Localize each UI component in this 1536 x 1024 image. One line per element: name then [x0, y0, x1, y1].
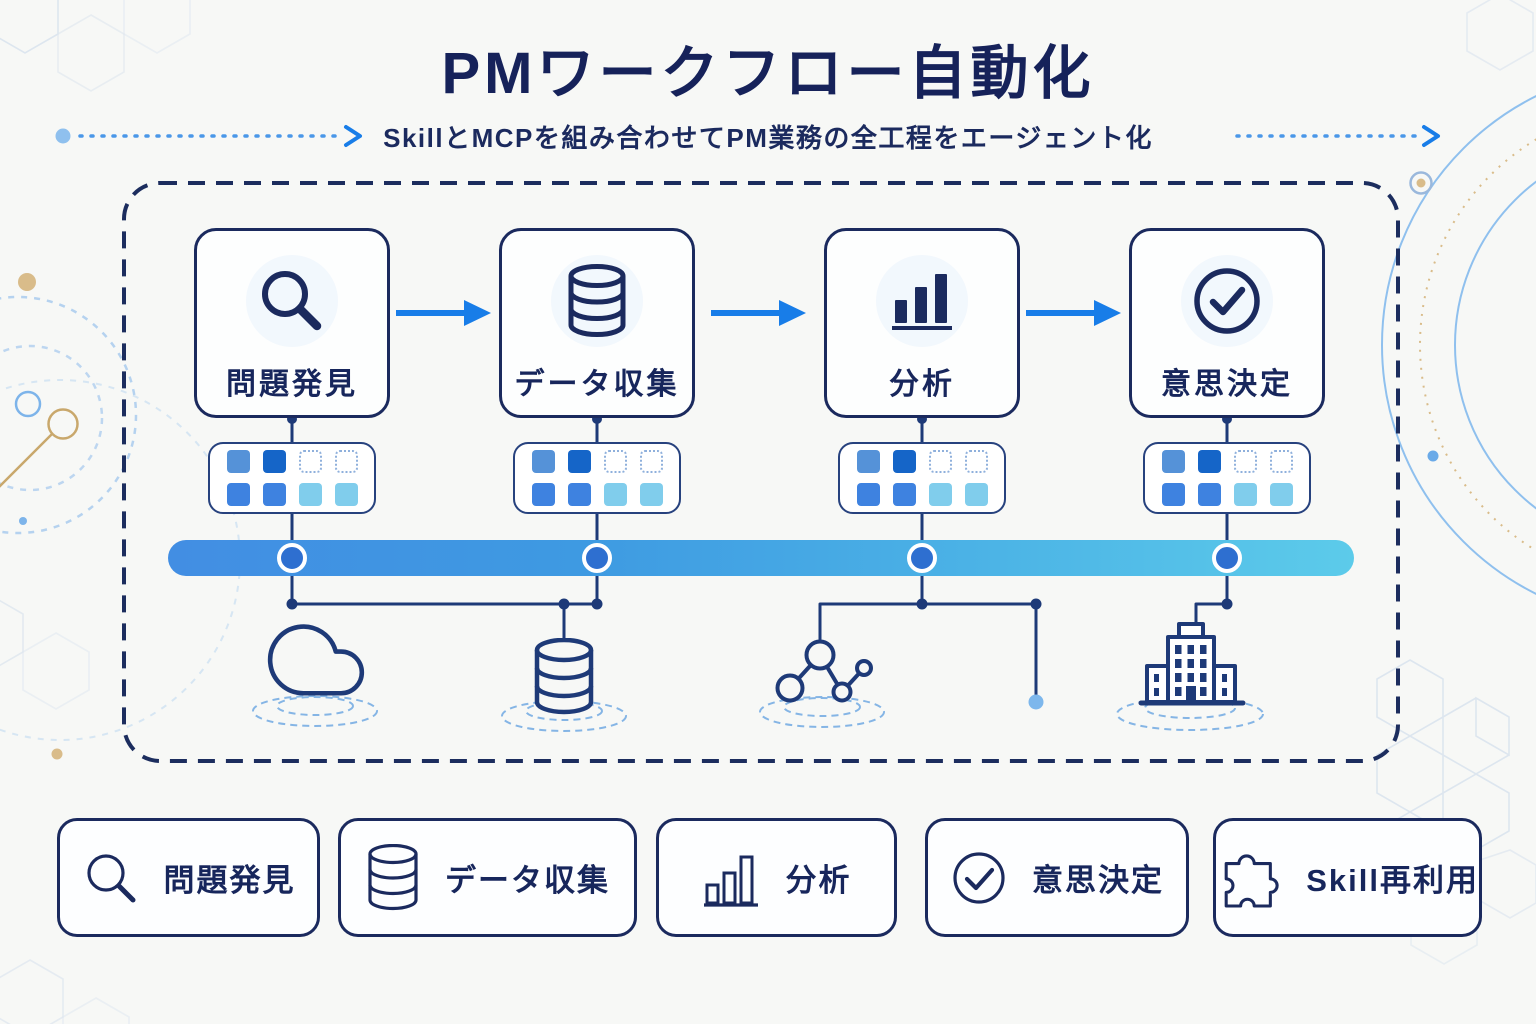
skill-cell-empty-dashed — [964, 450, 988, 473]
header-dotted-arrow-right — [1235, 125, 1440, 147]
legend-label: 問題発見 — [163, 863, 296, 898]
workflow-timeline-bar — [168, 540, 1354, 576]
legend-item-data-collection: データ収集 — [338, 818, 637, 937]
open-endpoint-dot — [1028, 694, 1044, 710]
search-icon — [86, 853, 135, 902]
skill-cell-filled-dark — [1197, 450, 1221, 473]
legend-item-problem-discovery: 問題発見 — [57, 818, 320, 937]
junction-dots — [286, 414, 1233, 610]
skill-cell-empty-dashed — [1233, 450, 1257, 473]
step-card-data-collection: データ収集 — [499, 228, 695, 418]
skill-cell-filled-blue — [892, 483, 916, 506]
skill-cell-filled-light — [639, 483, 663, 506]
skill-cell-filled-light — [603, 483, 627, 506]
skill-cell-filled-dark — [567, 450, 591, 473]
check-circle-icon — [1194, 268, 1260, 334]
page-subtitle: SkillとMCPを組み合わせてPM業務の全工程をエージェント化 — [383, 123, 1153, 153]
skill-cell-filled-light — [964, 483, 988, 506]
ripple-ellipses — [252, 695, 1264, 732]
cloud-icon — [267, 624, 365, 696]
skill-cell-filled-light — [928, 483, 952, 506]
search-icon — [262, 271, 322, 331]
timeline-node-2 — [582, 543, 612, 573]
legend-item-decision: 意思決定 — [925, 818, 1189, 937]
database-icon — [368, 843, 418, 910]
building-icon — [1138, 622, 1246, 706]
timeline-node-3 — [907, 543, 937, 573]
flow-arrow-3 — [1026, 300, 1121, 326]
skill-cell-empty-dashed — [603, 450, 627, 473]
puzzle-icon — [1224, 853, 1279, 908]
database-integration-icon — [534, 638, 594, 715]
skill-cell-filled-blue — [1161, 483, 1185, 506]
skill-block-grid-4 — [1143, 442, 1311, 514]
skill-cell-filled-light — [298, 483, 322, 506]
bar-chart-icon — [703, 855, 758, 907]
skill-block-grid-2 — [513, 442, 681, 514]
workflow-container-border — [122, 181, 1400, 763]
icon-halo — [246, 255, 338, 347]
skill-cell-filled-light — [1233, 483, 1257, 506]
page-title: PMワークフロー自動化 — [441, 41, 1095, 106]
network-icon — [775, 639, 873, 703]
flow-arrow-1 — [396, 300, 491, 326]
header-dotted-arrow-left — [55, 125, 362, 147]
step-label: 分析 — [889, 368, 955, 401]
skill-cell-filled-medium — [531, 450, 555, 473]
skill-cell-empty-dashed — [928, 450, 952, 473]
skill-cell-filled-light — [1269, 483, 1293, 506]
timeline-node-1 — [277, 543, 307, 573]
database-icon — [568, 264, 626, 337]
legend-item-analysis: 分析 — [656, 818, 897, 937]
step-label: 意思決定 — [1161, 368, 1293, 401]
legend-label: 分析 — [785, 863, 852, 898]
step-card-problem-discovery: 問題発見 — [194, 228, 390, 418]
step-card-decision: 意思決定 — [1129, 228, 1325, 418]
skill-block-grid-3 — [838, 442, 1006, 514]
right-arc-decoration — [1381, 95, 1536, 595]
bar-chart-icon — [892, 274, 952, 330]
skill-cell-filled-medium — [856, 450, 880, 473]
skill-cell-filled-blue — [567, 483, 591, 506]
legend-label: Skill再利用 — [1306, 863, 1479, 898]
skill-cell-filled-blue — [856, 483, 880, 506]
skill-cell-empty-dashed — [334, 450, 358, 473]
legend-label: 意思決定 — [1032, 863, 1164, 898]
skill-cell-filled-blue — [262, 483, 286, 506]
building-windows — [1154, 645, 1227, 702]
skill-block-grid-1 — [208, 442, 376, 514]
skill-cell-filled-medium — [1161, 450, 1185, 473]
skill-cell-filled-light — [334, 483, 358, 506]
skill-cell-filled-blue — [1197, 483, 1221, 506]
skill-cell-empty-dashed — [298, 450, 322, 473]
skill-cell-filled-blue — [531, 483, 555, 506]
step-card-analysis: 分析 — [824, 228, 1020, 418]
skill-cell-filled-dark — [892, 450, 916, 473]
skill-cell-filled-medium — [226, 450, 250, 473]
step-label: 問題発見 — [226, 368, 358, 401]
flow-arrow-2 — [711, 300, 806, 326]
step-label: データ収集 — [514, 368, 680, 401]
skill-cell-filled-blue — [226, 483, 250, 506]
check-circle-icon — [953, 851, 1005, 904]
skill-cell-empty-dashed — [1269, 450, 1293, 473]
legend-label: データ収集 — [445, 863, 610, 898]
timeline-node-4 — [1212, 543, 1242, 573]
skill-cell-filled-dark — [262, 450, 286, 473]
legend-item-skill-reuse: Skill再利用 — [1213, 818, 1482, 937]
skill-cell-empty-dashed — [639, 450, 663, 473]
